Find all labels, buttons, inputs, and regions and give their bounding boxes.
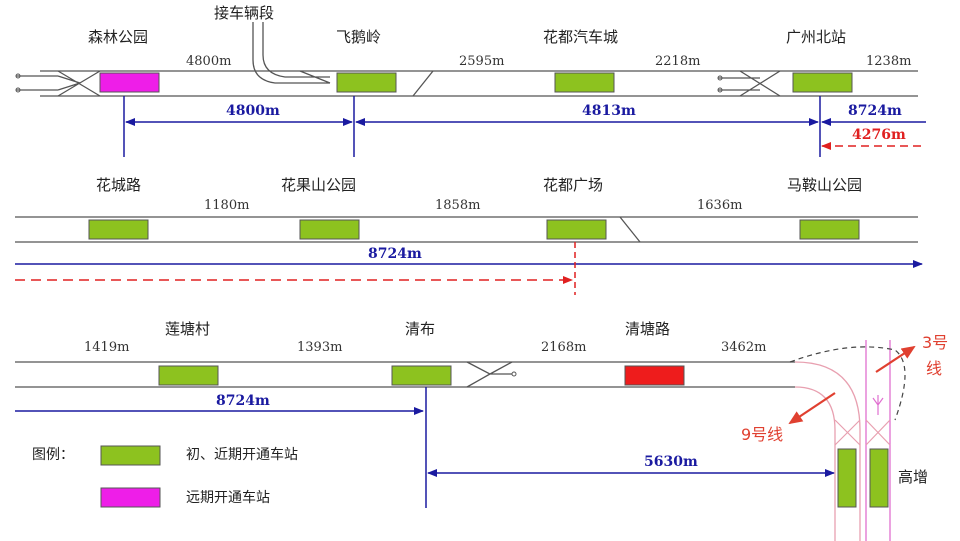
station-box-huaguoshan-park xyxy=(299,219,360,240)
row3-distance-4: 3462m xyxy=(721,340,766,355)
row1-dim-label-1: 4800m xyxy=(226,103,280,119)
line3-label-b: 线 xyxy=(926,359,942,378)
station-name-qingbu: 清布 xyxy=(405,320,435,338)
station-name-qingtang-road: 清塘路 xyxy=(625,320,670,338)
legend-swatch-near xyxy=(100,445,161,466)
row2-distance-3: 1636m xyxy=(697,198,742,213)
row3-curve-outer xyxy=(794,361,861,541)
row1-dim-label-2: 4813m xyxy=(582,103,636,119)
depot-track xyxy=(252,22,331,84)
station-name-feieling: 飞鹅岭 xyxy=(336,28,381,46)
station-name-huaguoshan-park: 花果山公园 xyxy=(281,176,356,194)
station-name-senlin-park: 森林公园 xyxy=(88,28,148,46)
row1-dim-label-3: 8724m xyxy=(848,103,902,119)
row3-dim-label-1: 8724m xyxy=(216,393,270,409)
row1-crossover-a xyxy=(412,70,434,97)
station-box-huacheng-road xyxy=(88,219,149,240)
row3-curve-inner xyxy=(794,386,836,541)
station-box-liantang-village xyxy=(158,365,219,386)
row1-distance-4: 1238m xyxy=(866,54,911,69)
line9-label: 9号线 xyxy=(741,425,783,444)
station-box-gaozeng-a xyxy=(837,448,857,508)
row3-distance-2: 1393m xyxy=(297,340,342,355)
row1-crossover-b xyxy=(718,70,781,97)
station-box-feieling xyxy=(336,72,397,93)
row3: 莲塘村 清布 清塘路 高增 1419m 1393m 2168m 3462m 87… xyxy=(15,320,948,541)
row2-crossover xyxy=(619,216,641,243)
row3-dashed-curve xyxy=(789,346,906,421)
line9-arrow xyxy=(788,392,836,425)
legend-title: 图例： xyxy=(32,447,74,463)
station-box-qingbu xyxy=(391,365,452,386)
legend-label-far: 远期开通车站 xyxy=(186,489,270,506)
station-name-huadu-auto-city: 花都汽车城 xyxy=(543,28,618,46)
row2: 花城路 花果山公园 花都广场 马鞍山公园 1180m 1858m 1636m 8… xyxy=(15,176,923,295)
station-box-maanshan-park xyxy=(799,219,860,240)
gaozeng-switch xyxy=(872,395,884,415)
station-box-gaozeng-b xyxy=(869,448,889,508)
gaozeng-crossover xyxy=(834,419,891,446)
station-name-huacheng-road: 花城路 xyxy=(96,176,141,194)
depot-label: 接车辆段 xyxy=(214,4,274,22)
legend: 图例： 初、近期开通车站 远期开通车站 xyxy=(32,445,298,508)
row1-red-label: 4276m xyxy=(852,127,906,143)
station-box-qingtang-road xyxy=(624,365,685,386)
row1-distance-2: 2595m xyxy=(459,54,504,69)
station-name-huadu-square: 花都广场 xyxy=(543,176,603,194)
row2-distance-2: 1858m xyxy=(435,198,480,213)
legend-label-near: 初、近期开通车站 xyxy=(186,446,298,463)
station-box-huadu-auto-city xyxy=(554,72,615,93)
station-box-senlin-park xyxy=(99,72,160,93)
row2-dim-label: 8724m xyxy=(368,246,422,262)
row3-switch xyxy=(466,361,513,388)
line3-arrow xyxy=(875,345,916,373)
station-box-guangzhou-north xyxy=(792,72,853,93)
station-name-gaozeng: 高增 xyxy=(898,468,928,486)
station-name-guangzhou-north: 广州北站 xyxy=(786,28,846,46)
row3-distance-1: 1419m xyxy=(84,340,129,355)
line3-label-a: 3号 xyxy=(922,333,948,352)
legend-swatch-far xyxy=(100,487,161,508)
row1-distance-1: 4800m xyxy=(186,54,231,69)
station-name-liantang-village: 莲塘村 xyxy=(165,320,210,338)
row1: 接车辆段 森林公园 飞鹅岭 花都汽车城 广州北站 4800m 2595m 221… xyxy=(15,4,926,157)
row3-dim-label-2: 5630m xyxy=(644,454,698,470)
station-box-huadu-square xyxy=(546,219,607,240)
row1-left-stubs xyxy=(16,70,101,97)
row3-distance-3: 2168m xyxy=(541,340,586,355)
row1-distance-3: 2218m xyxy=(655,54,700,69)
row2-distance-1: 1180m xyxy=(204,198,249,213)
station-name-maanshan-park: 马鞍山公园 xyxy=(787,176,862,194)
